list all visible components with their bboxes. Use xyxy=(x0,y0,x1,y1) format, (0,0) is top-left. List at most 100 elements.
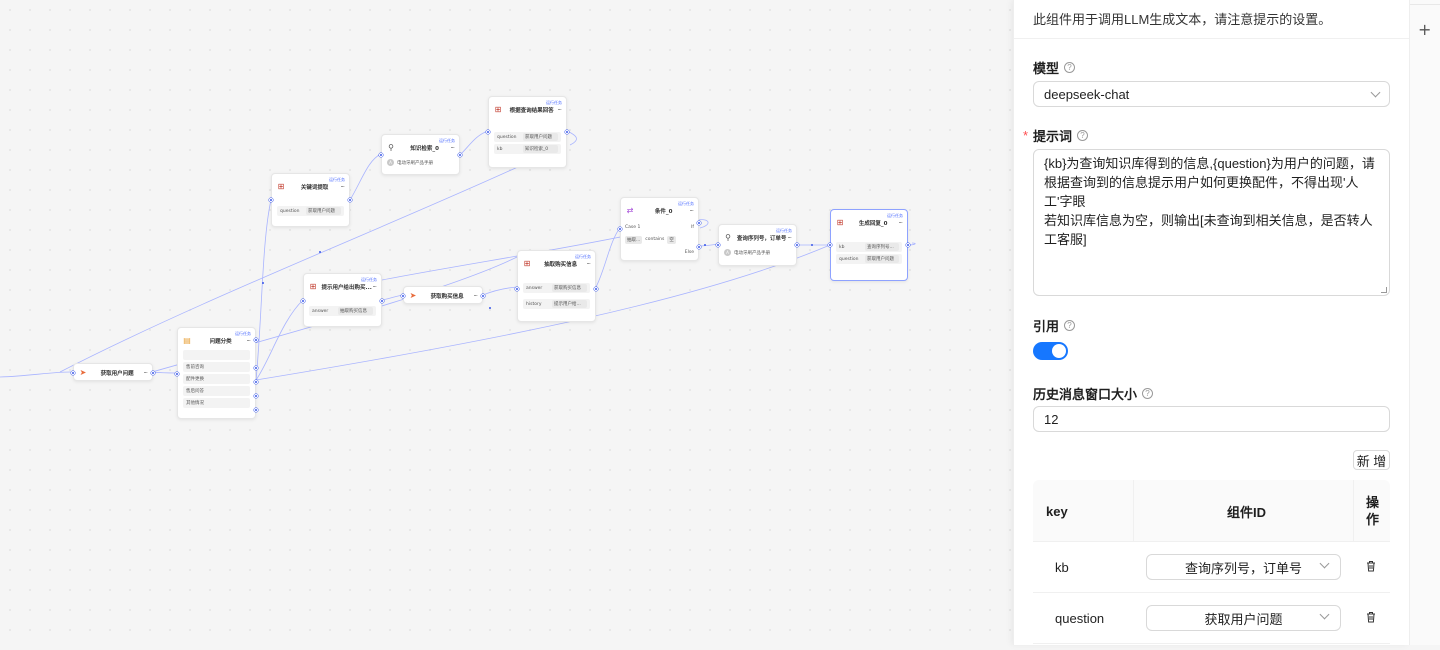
history-input[interactable]: 12 xyxy=(1033,406,1390,432)
flow-canvas[interactable]: ➤ 获取用户问题 ··· 运行任务 ▤ 问题分类 ··· 售前咨询 配件更换 售… xyxy=(0,0,1013,645)
case-port[interactable] xyxy=(254,366,258,370)
table-row: kb 查询序列号，订单号 xyxy=(1033,542,1390,593)
chevron-down-icon xyxy=(1319,558,1330,569)
output-port[interactable] xyxy=(380,299,384,303)
input-port[interactable] xyxy=(716,243,720,247)
input-port[interactable] xyxy=(486,130,490,134)
divider xyxy=(1014,38,1410,39)
node-title: 获取购买信息 xyxy=(430,294,464,300)
output-port[interactable] xyxy=(795,243,799,247)
edge-dot xyxy=(489,307,491,309)
output-port[interactable] xyxy=(151,371,155,375)
plus-icon[interactable]: + xyxy=(1418,20,1432,39)
config-panel: 此组件用于调用LLM生成文本，请注意提示的设置。 模型? deepseek-ch… xyxy=(1013,0,1410,645)
run-task-link[interactable]: 运行任务 xyxy=(546,100,562,105)
run-task-link[interactable]: 运行任务 xyxy=(361,277,377,282)
component-select[interactable]: 查询序列号，订单号 xyxy=(1146,554,1341,580)
output-port[interactable] xyxy=(458,153,462,157)
output-port[interactable] xyxy=(481,294,485,298)
case-port[interactable] xyxy=(254,408,258,412)
row-key: kb xyxy=(1055,560,1069,575)
run-task-link[interactable]: 运行任务 xyxy=(235,331,251,336)
input-port[interactable] xyxy=(618,227,622,231)
input-port[interactable] xyxy=(269,198,273,202)
edge xyxy=(459,130,489,156)
run-task-link[interactable]: 运行任务 xyxy=(439,138,455,143)
send-icon: ➤ xyxy=(409,291,417,300)
case-port[interactable] xyxy=(254,394,258,398)
input-port[interactable] xyxy=(175,372,179,376)
add-button[interactable]: 新 增 xyxy=(1353,450,1390,470)
more-icon[interactable]: ··· xyxy=(143,369,148,377)
run-task-link[interactable]: 运行任务 xyxy=(329,177,345,182)
input-port[interactable] xyxy=(401,294,405,298)
node-classify[interactable]: 运行任务 ▤ 问题分类 ··· 售前咨询 配件更换 售后问答 其他情况 xyxy=(175,327,258,419)
more-icon[interactable]: ··· xyxy=(586,260,591,268)
node-get-purchase[interactable]: ➤ 获取购买信息 ··· xyxy=(401,286,485,304)
column-divider xyxy=(1353,480,1354,542)
output-port[interactable] xyxy=(565,130,569,134)
more-icon[interactable]: ··· xyxy=(450,144,455,152)
case-port[interactable] xyxy=(254,380,258,384)
else-label: Else xyxy=(684,250,694,255)
panel-description: 此组件用于调用LLM生成文本，请注意提示的设置。 xyxy=(1033,12,1332,27)
more-icon[interactable]: ··· xyxy=(372,283,377,291)
node-title: 问题分类 xyxy=(209,339,232,345)
more-icon[interactable]: ··· xyxy=(898,219,903,227)
node-get-question[interactable]: ➤ 获取用户问题 ··· xyxy=(71,363,155,381)
input-port[interactable] xyxy=(379,153,383,157)
resize-handle[interactable] xyxy=(1381,287,1387,293)
output-port[interactable] xyxy=(594,287,598,291)
else-port[interactable] xyxy=(697,245,701,249)
node-title: 获取用户问题 xyxy=(100,371,134,377)
grid-icon: ⊞ xyxy=(836,218,844,227)
case-label: Case 1 xyxy=(625,225,641,230)
edge xyxy=(0,371,72,378)
input-port[interactable] xyxy=(71,371,75,375)
if-port[interactable] xyxy=(697,221,701,225)
output-port[interactable] xyxy=(348,198,352,202)
more-icon[interactable]: ··· xyxy=(787,234,792,242)
more-icon[interactable]: ··· xyxy=(246,337,251,345)
input-port[interactable] xyxy=(301,299,305,303)
output-port[interactable] xyxy=(254,338,258,342)
more-icon[interactable]: ··· xyxy=(557,106,562,114)
required-mark: * xyxy=(1023,128,1029,143)
branch-icon: ⇄ xyxy=(626,206,634,215)
variables-table: key 组件ID 操作 kb 查询序列号，订单号 question 获取用户问题 xyxy=(1033,480,1390,650)
component-select[interactable]: 获取用户问题 xyxy=(1146,605,1341,631)
run-task-link[interactable]: 运行任务 xyxy=(575,254,591,259)
more-icon[interactable]: ··· xyxy=(473,292,478,300)
trash-icon[interactable] xyxy=(1366,611,1376,623)
input-port[interactable] xyxy=(515,287,519,291)
more-icon[interactable]: ··· xyxy=(689,207,694,215)
node-condition[interactable]: 运行任务 ⇄ 条件_0 ··· Case 1 If 抽取... contains… xyxy=(618,197,701,261)
edge xyxy=(566,130,577,146)
help-icon[interactable]: ? xyxy=(1064,62,1076,73)
help-icon[interactable]: ? xyxy=(1077,130,1089,141)
help-icon[interactable]: ? xyxy=(1142,388,1154,399)
model-select[interactable]: deepseek-chat xyxy=(1033,81,1390,107)
run-task-link[interactable]: 运行任务 xyxy=(678,201,694,206)
case-item: 售后问答 xyxy=(183,386,250,396)
input-port[interactable] xyxy=(828,243,832,247)
quote-toggle[interactable] xyxy=(1033,342,1068,360)
help-icon[interactable]: ? xyxy=(1064,320,1076,331)
output-port[interactable] xyxy=(906,243,910,247)
trash-icon[interactable] xyxy=(1366,560,1376,572)
edge-dot xyxy=(319,251,321,253)
run-task-link[interactable]: 运行任务 xyxy=(887,213,903,218)
edge xyxy=(697,243,719,247)
run-task-link[interactable]: 运行任务 xyxy=(776,228,792,233)
edge xyxy=(482,286,518,296)
more-icon[interactable]: ··· xyxy=(340,183,345,191)
prompt-textarea[interactable]: {kb}为查询知识库得到的信息,{question}为用户的问题，请根据查询到的… xyxy=(1033,149,1390,296)
grid-icon: ⊞ xyxy=(523,259,531,268)
